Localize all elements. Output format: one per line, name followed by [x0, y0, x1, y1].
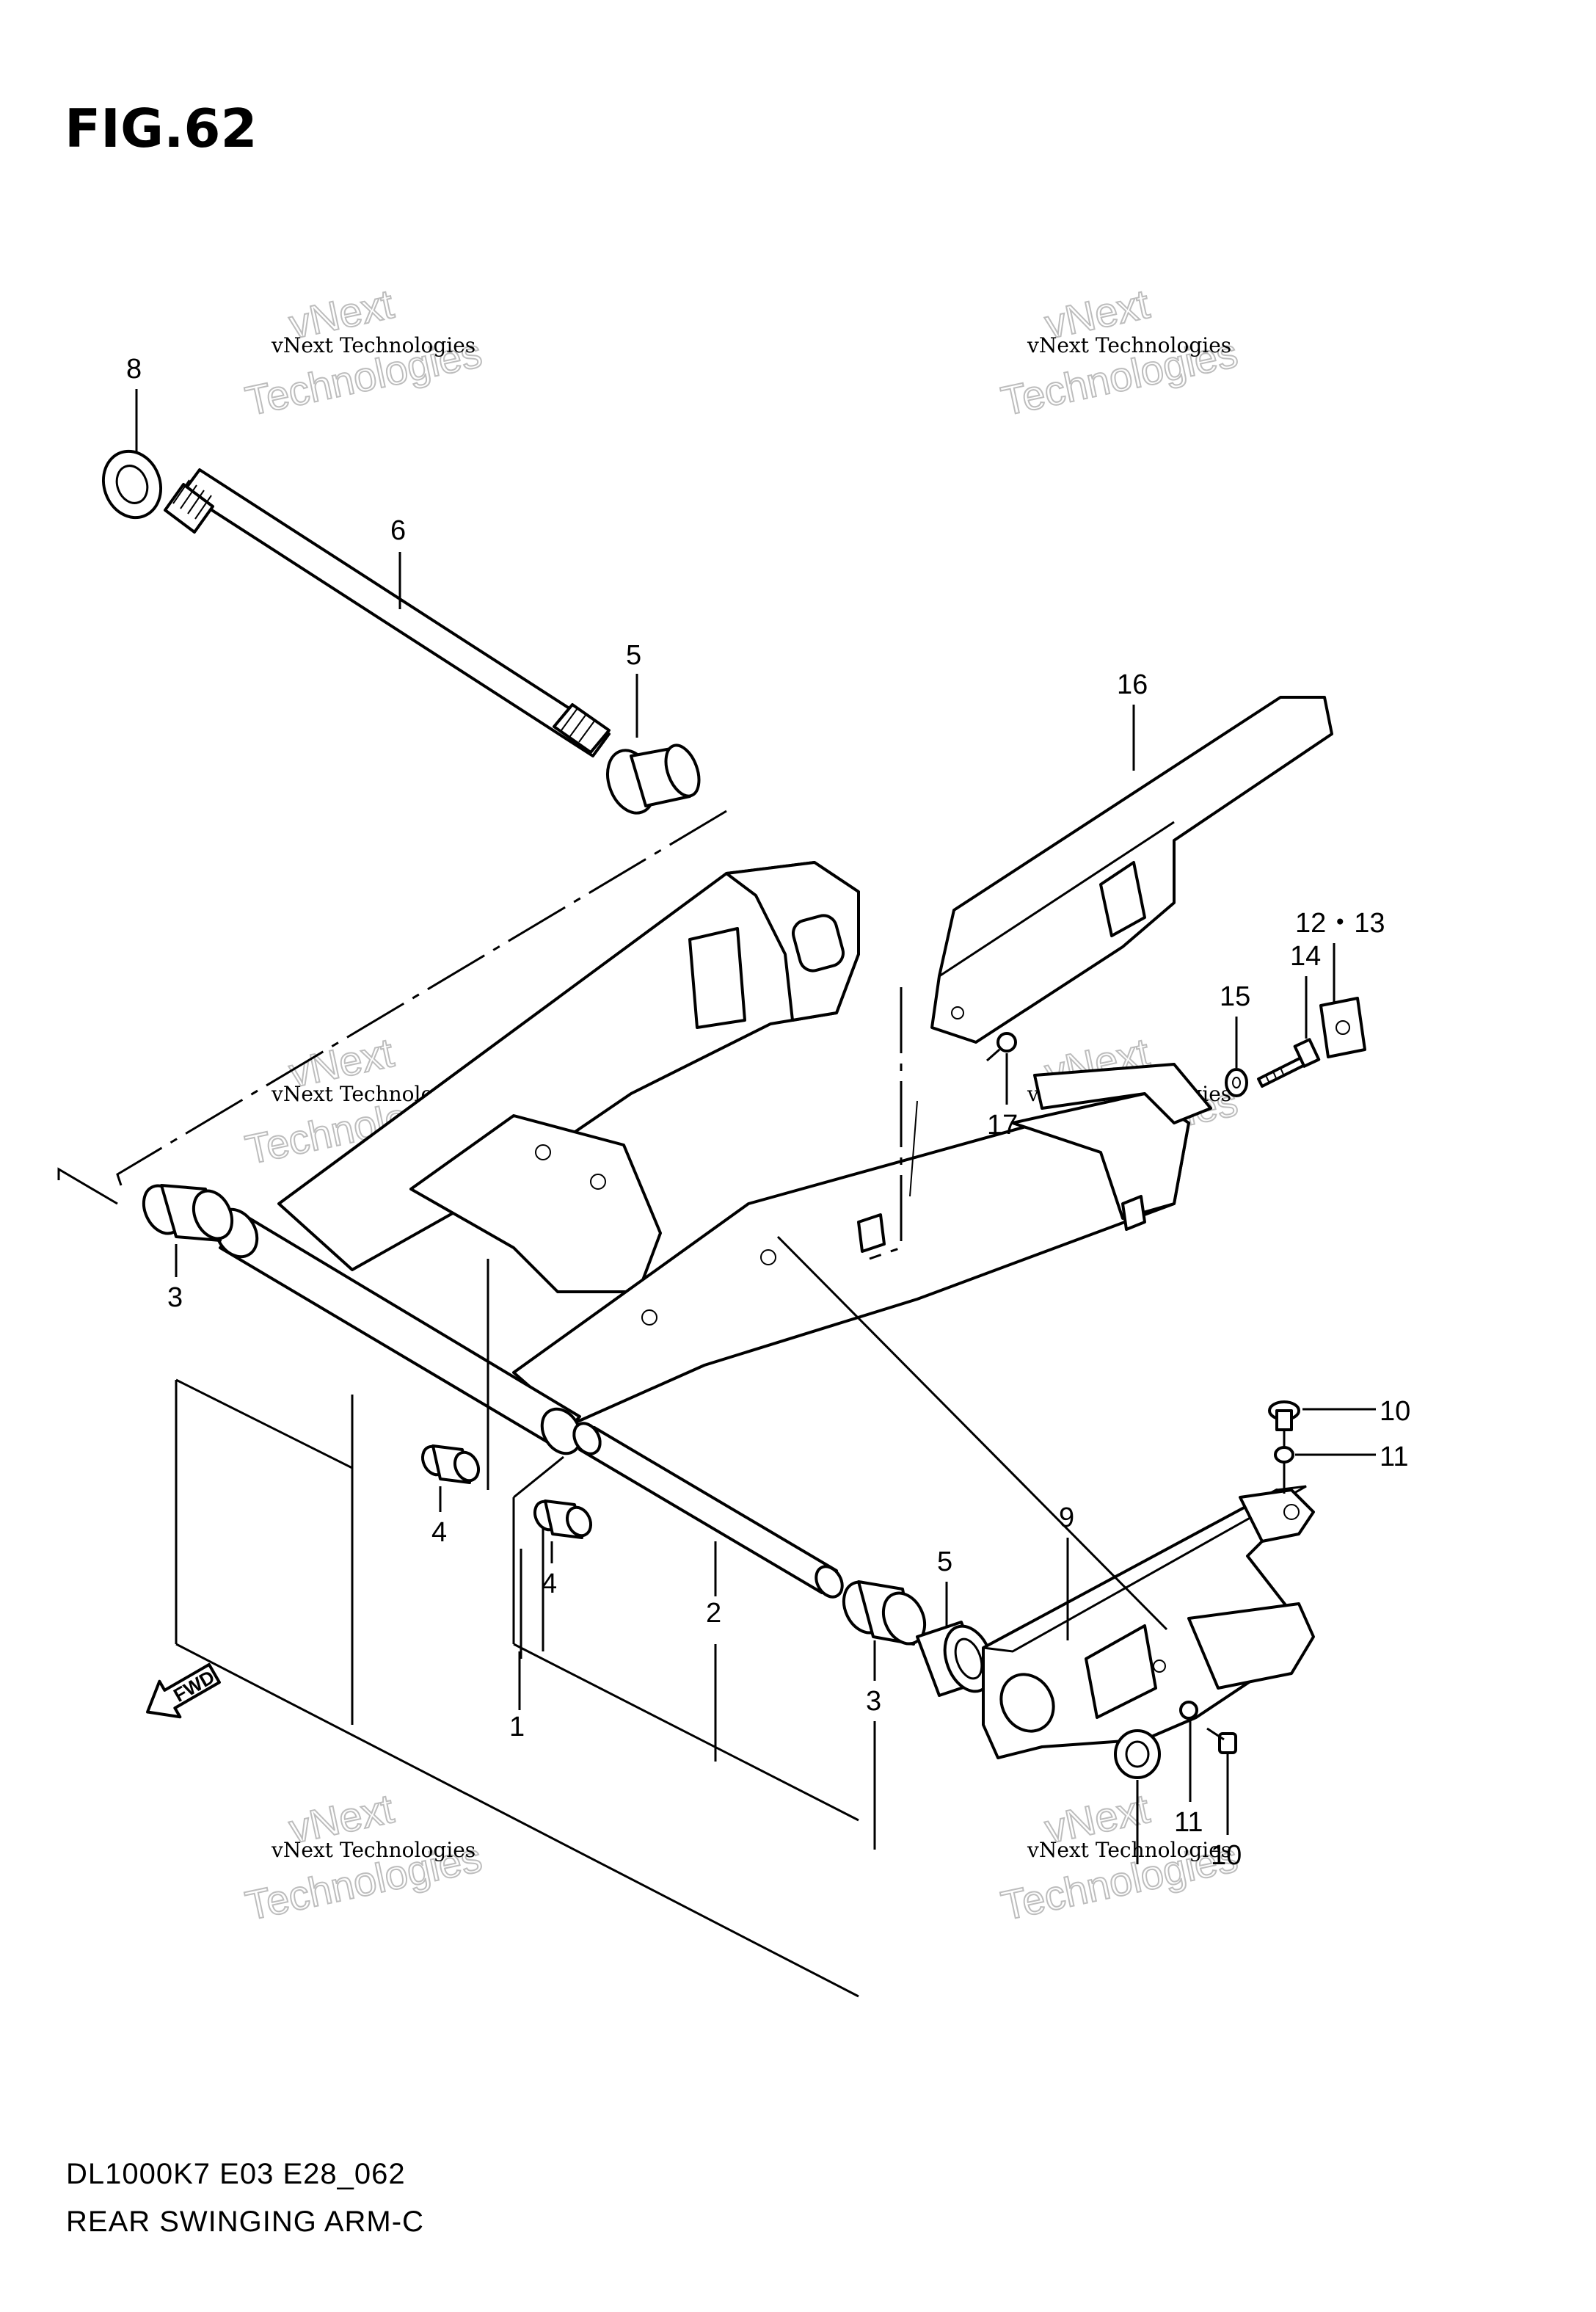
- model-code: DL1000K7 E03 E28_062: [66, 2158, 406, 2190]
- part-5-bushing-upper: [606, 744, 701, 815]
- callout-6: 6: [390, 515, 406, 546]
- callout-15: 15: [1220, 981, 1250, 1012]
- part-3-bearing-right: [842, 1580, 927, 1646]
- part-17-screw: [986, 1032, 1017, 1062]
- part-15-washer: [1225, 1068, 1248, 1097]
- part-12-13-clip: [1319, 997, 1366, 1058]
- part-10-bolt-lower: [1206, 1727, 1237, 1754]
- callout-16: 16: [1117, 669, 1148, 700]
- callout-5-lower: 5: [937, 1546, 952, 1577]
- part-3-bearing-left: [142, 1184, 234, 1242]
- frame-lines-1: [175, 1378, 859, 1998]
- part-4-bearing-a: [420, 1444, 481, 1484]
- part-9-adjuster: [982, 1485, 1315, 1759]
- callout-11-lower: 11: [1174, 1807, 1203, 1838]
- callout-8: 8: [126, 354, 142, 385]
- frame-line-1c: [513, 1643, 859, 1822]
- callout-14: 14: [1290, 941, 1321, 972]
- watermark-text-5: vNext Technologies: [271, 1838, 475, 1862]
- frame-line-1e: [513, 1455, 564, 1499]
- callout-17: 17: [987, 1110, 1018, 1141]
- callout-2: 2: [706, 1598, 721, 1629]
- callout-3-right: 3: [866, 1686, 881, 1717]
- part-16-chain-cover: [930, 696, 1333, 1044]
- part-2-spacer: [572, 1422, 844, 1599]
- callout-10-upper: 10: [1380, 1396, 1410, 1427]
- part-6-pivot-shaft: [164, 468, 611, 757]
- part-11-washer-upper: [1274, 1446, 1294, 1464]
- watermark-text-2: vNext Technologies: [1027, 333, 1231, 357]
- dash-end-left: [57, 1167, 118, 1205]
- callout-3-left: 3: [167, 1282, 183, 1313]
- diagram-caption: REAR SWINGING ARM-C: [66, 2206, 424, 2238]
- assembly-line-adjuster: [776, 1235, 1168, 1631]
- watermark-text-1: vNext Technologies: [271, 333, 475, 357]
- part-4-bearing-b: [533, 1499, 593, 1539]
- part-14-bolt: [1257, 1038, 1321, 1088]
- fwd-arrow-icon: FWD: [146, 1662, 221, 1719]
- callout-4-b: 4: [542, 1568, 557, 1599]
- callout-5-upper: 5: [626, 640, 641, 671]
- callout-4-a: 4: [431, 1517, 447, 1548]
- callout-11-upper: 11: [1380, 1442, 1408, 1472]
- assembly-line-shaft: [116, 810, 727, 1186]
- callout-12-13: 12・13: [1295, 908, 1385, 939]
- callout-10-lower: 10: [1211, 1840, 1242, 1871]
- figure-title: FIG.62: [65, 98, 258, 159]
- callout-1: 1: [509, 1712, 525, 1742]
- part-10-bolt-upper: [1268, 1400, 1300, 1431]
- part-8-nut: [101, 449, 163, 520]
- part-1-swing-arm: [214, 861, 1212, 1455]
- part-11-washer-lower: [1179, 1701, 1198, 1720]
- part-nut-lower: [1114, 1729, 1161, 1779]
- watermark-text-6: vNext Technologies: [1027, 1838, 1231, 1862]
- assembly-line-cover: [869, 987, 903, 1260]
